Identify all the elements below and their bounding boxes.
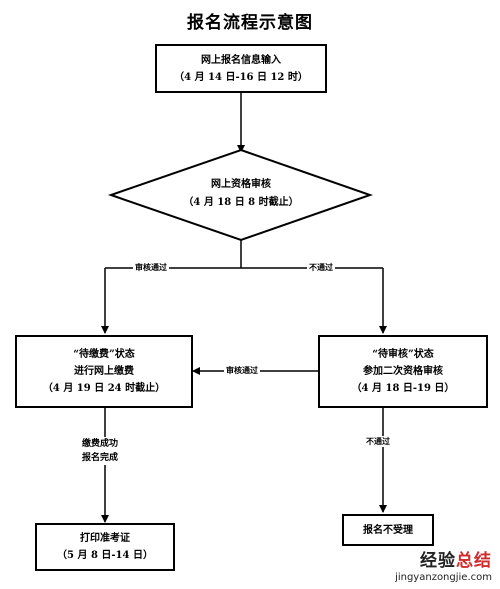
edge-label-paid: 缴费成功 报名完成 xyxy=(80,437,121,465)
watermark-url: jingyanzongjie.com xyxy=(395,572,492,583)
edge-label-pass-second: 审核通过 xyxy=(224,365,260,376)
node-pay-line3: （4 月 19 日 24 时截止） xyxy=(42,383,166,394)
node-print: 打印准考证 （5 月 8 日-14 日） xyxy=(35,523,175,571)
edge-label-pass: 审核通过 xyxy=(133,262,169,273)
node-review-line2: （4 月 18 日 8 时截止） xyxy=(183,197,299,208)
edge-label-fail-second: 不通过 xyxy=(364,436,392,447)
node-second-review-line3: （4 月 18 日-19 日） xyxy=(351,383,455,394)
node-print-line1: 打印准考证 xyxy=(80,533,130,544)
node-print-line2: （5 月 8 日-14 日） xyxy=(57,550,153,561)
node-pay: “待缴费”状态 进行网上缴费 （4 月 19 日 24 时截止） xyxy=(15,335,193,408)
node-second-review-line1: “待审核”状态 xyxy=(372,349,434,360)
page-title: 报名流程示意图 xyxy=(187,13,313,33)
node-review-line1: 网上资格审核 xyxy=(211,179,271,190)
watermark-part2: 总结 xyxy=(456,551,492,571)
node-second-review: “待审核”状态 参加二次资格审核 （4 月 18 日-19 日） xyxy=(318,335,488,408)
node-pay-line1: “待缴费”状态 xyxy=(73,349,135,360)
edge-label-paid-line2: 报名完成 xyxy=(82,453,119,463)
watermark: 经验总结 jingyanzongjie.com xyxy=(395,553,492,583)
node-review-text: 网上资格审核 （4 月 18 日 8 时截止） xyxy=(150,176,332,212)
edge-label-paid-line1: 缴费成功 xyxy=(82,439,119,449)
watermark-part1: 经验 xyxy=(420,551,456,571)
node-second-review-line2: 参加二次资格审核 xyxy=(363,366,443,377)
node-rejected: 报名不受理 xyxy=(342,514,434,546)
edge-label-fail: 不通过 xyxy=(307,262,335,273)
node-start-line2: （4 月 14 日-16 日 12 时） xyxy=(174,71,308,83)
watermark-logo: 经验总结 xyxy=(395,553,492,570)
node-pay-line2: 进行网上缴费 xyxy=(74,366,134,377)
node-start: 网上报名信息输入 （4 月 14 日-16 日 12 时） xyxy=(155,44,327,93)
node-start-line1: 网上报名信息输入 xyxy=(201,54,281,66)
node-rejected-line1: 报名不受理 xyxy=(363,524,413,536)
